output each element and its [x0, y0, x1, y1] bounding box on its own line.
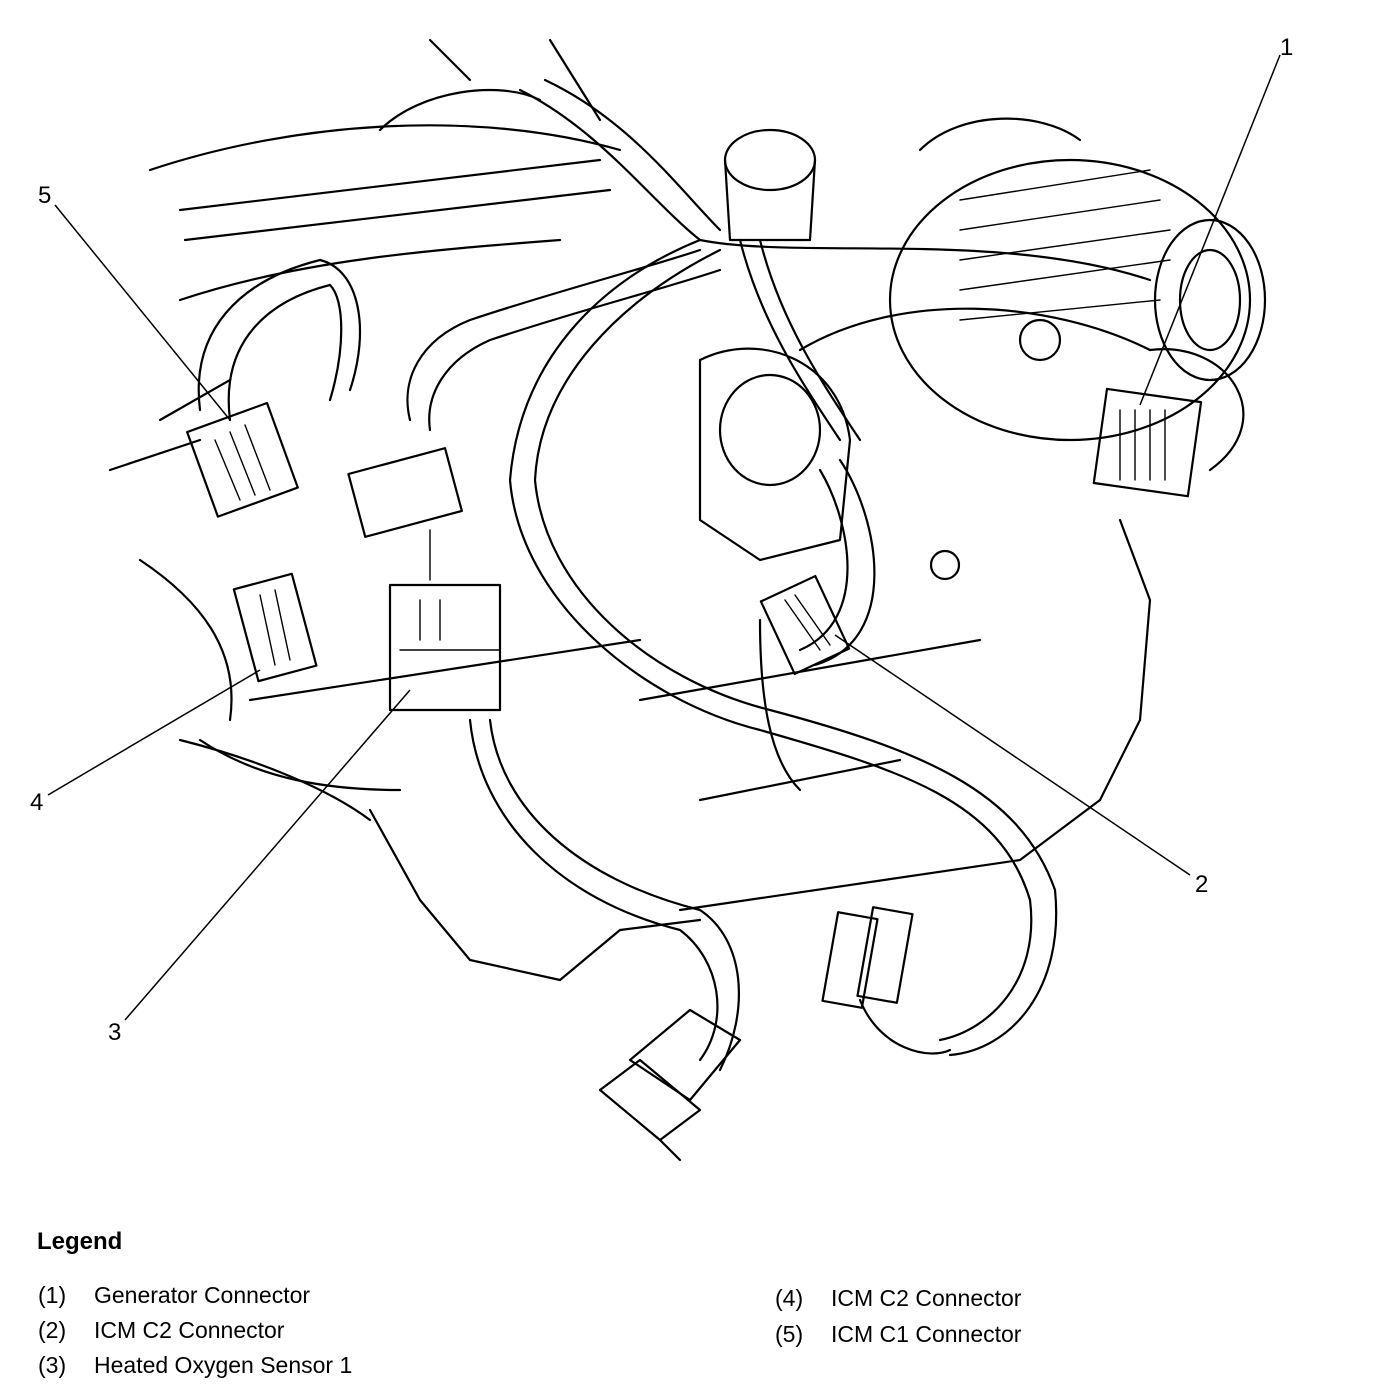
leader-lines: [47, 54, 1281, 1021]
legend-item-1: (1) Generator Connector: [38, 1282, 310, 1309]
legend-item-number: (2): [38, 1317, 67, 1343]
legend-item-2: (2) ICM C2 Connector: [38, 1317, 284, 1344]
callout-4: 4: [30, 789, 43, 816]
legend-item-4: (4) ICM C2 Connector: [775, 1285, 1021, 1312]
legend-item-number: (1): [38, 1282, 67, 1308]
callout-5: 5: [38, 182, 51, 209]
generator: [888, 117, 1267, 581]
connector-icm-c2-left: [232, 572, 318, 683]
wiring-harness: [197, 78, 1245, 1072]
engine-outline: [108, 38, 1152, 982]
legend-item-number: (5): [775, 1321, 804, 1347]
connector-bottom: [821, 906, 914, 1009]
connector-generator: [1092, 387, 1203, 498]
legend-item-label: ICM C2 Connector: [831, 1285, 1022, 1311]
legend-item-number: (3): [38, 1352, 67, 1378]
legend-item-5: (5) ICM C1 Connector: [775, 1321, 1021, 1348]
heated-oxygen-sensor: [598, 1008, 742, 1162]
legend-item-3: (3) Heated Oxygen Sensor 1: [38, 1352, 352, 1379]
callout-2: 2: [1195, 871, 1208, 898]
connector-icm-c1: [186, 401, 299, 518]
connector-icm-c2-right: [759, 574, 851, 676]
ignition-control-module: [698, 128, 852, 562]
callout-3: 3: [108, 1019, 121, 1046]
connector-hos: [347, 447, 502, 712]
legend-item-label: ICM C1 Connector: [831, 1321, 1022, 1347]
legend-item-number: (4): [775, 1285, 804, 1311]
legend-title: Legend: [37, 1228, 123, 1255]
legend-item-label: Generator Connector: [94, 1282, 311, 1308]
legend-item-label: ICM C2 Connector: [94, 1317, 285, 1343]
legend-item-label: Heated Oxygen Sensor 1: [94, 1352, 353, 1378]
callout-1: 1: [1280, 34, 1293, 61]
engine-wiring-diagram: 1 2 3 4 5: [30, 34, 1293, 1162]
callout-labels: 1 2 3 4 5: [30, 34, 1293, 1046]
